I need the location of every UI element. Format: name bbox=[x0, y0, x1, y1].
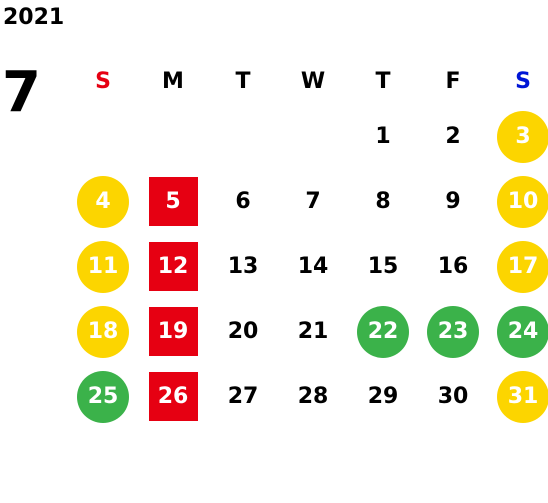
calendar-cell: 17 bbox=[488, 234, 548, 299]
calendar-cell bbox=[278, 104, 348, 169]
calendar-day[interactable]: 8 bbox=[375, 189, 391, 214]
calendar-cell: 27 bbox=[208, 364, 278, 429]
calendar-day[interactable]: 10 bbox=[497, 175, 548, 228]
calendar-day[interactable]: 1 bbox=[375, 124, 391, 149]
calendar-cell: 5 bbox=[138, 169, 208, 234]
calendar-cell: 8 bbox=[348, 169, 418, 234]
calendar-day[interactable]: 25 bbox=[77, 370, 129, 423]
calendar-day[interactable]: 20 bbox=[227, 319, 259, 344]
calendar-day[interactable]: 29 bbox=[367, 384, 399, 409]
calendar-day[interactable]: 31 bbox=[497, 370, 548, 423]
weekday-label-fri: F bbox=[445, 68, 461, 94]
calendar-cell: 29 bbox=[348, 364, 418, 429]
calendar-cell: 24 bbox=[488, 299, 548, 364]
calendar-cell: 4 bbox=[68, 169, 138, 234]
calendar-cell: 23 bbox=[418, 299, 488, 364]
calendar-day[interactable]: 12 bbox=[148, 242, 198, 291]
calendar-week-row: 25 26 27 28 29 30 31 bbox=[68, 364, 548, 429]
calendar-day[interactable]: 9 bbox=[445, 189, 461, 214]
calendar-day[interactable]: 24 bbox=[497, 305, 548, 358]
calendar-day[interactable]: 27 bbox=[227, 384, 259, 409]
calendar-cell: 9 bbox=[418, 169, 488, 234]
weekday-label-sat: S bbox=[515, 68, 531, 94]
weekday-label-sun: S bbox=[95, 68, 111, 94]
calendar-week-row: 11 12 13 14 15 16 17 bbox=[68, 234, 548, 299]
calendar-day[interactable]: 26 bbox=[148, 372, 198, 421]
calendar-cell: 11 bbox=[68, 234, 138, 299]
calendar-cell: 10 bbox=[488, 169, 548, 234]
calendar-cell: 19 bbox=[138, 299, 208, 364]
calendar-day[interactable]: 11 bbox=[77, 240, 129, 293]
calendar-day[interactable]: 7 bbox=[305, 189, 321, 214]
calendar-cell: 12 bbox=[138, 234, 208, 299]
calendar-cell: 1 bbox=[348, 104, 418, 169]
calendar-day[interactable]: 16 bbox=[437, 254, 469, 279]
calendar-day[interactable]: 30 bbox=[437, 384, 469, 409]
calendar-cell bbox=[138, 104, 208, 169]
calendar-year: 2021 bbox=[3, 5, 65, 30]
calendar-cell: 13 bbox=[208, 234, 278, 299]
calendar-day[interactable]: 21 bbox=[297, 319, 329, 344]
weekday-label-tue: T bbox=[235, 68, 251, 94]
weekday-label-wed: W bbox=[300, 68, 326, 94]
calendar-cell: 6 bbox=[208, 169, 278, 234]
weekday-label-thu: T bbox=[375, 68, 391, 94]
calendar-cell: 20 bbox=[208, 299, 278, 364]
calendar-day[interactable]: 13 bbox=[227, 254, 259, 279]
calendar-day[interactable]: 22 bbox=[357, 305, 409, 358]
calendar-cell: 25 bbox=[68, 364, 138, 429]
calendar-cell: 15 bbox=[348, 234, 418, 299]
calendar-cell: 16 bbox=[418, 234, 488, 299]
calendar-day[interactable]: 4 bbox=[77, 175, 129, 228]
calendar-day[interactable]: 28 bbox=[297, 384, 329, 409]
calendar-cell: 22 bbox=[348, 299, 418, 364]
calendar-cell: 30 bbox=[418, 364, 488, 429]
calendar-day[interactable]: 23 bbox=[427, 305, 479, 358]
calendar-cell bbox=[68, 104, 138, 169]
calendar-cell: 2 bbox=[418, 104, 488, 169]
calendar-day[interactable]: 18 bbox=[77, 305, 129, 358]
calendar-day[interactable]: 15 bbox=[367, 254, 399, 279]
calendar-cell: 3 bbox=[488, 104, 548, 169]
calendar-day[interactable]: 14 bbox=[297, 254, 329, 279]
calendar-day[interactable]: 2 bbox=[445, 124, 461, 149]
calendar-day[interactable]: 6 bbox=[235, 189, 251, 214]
calendar-cell: 18 bbox=[68, 299, 138, 364]
calendar-month: 7 bbox=[2, 60, 41, 125]
calendar-day[interactable]: 5 bbox=[148, 177, 198, 226]
calendar-day[interactable]: 19 bbox=[148, 307, 198, 356]
calendar-cell: 28 bbox=[278, 364, 348, 429]
weekday-header-row: S M T W T F S bbox=[68, 58, 548, 104]
calendar-cell: 7 bbox=[278, 169, 348, 234]
calendar-week-row: 18 19 20 21 22 23 24 bbox=[68, 299, 548, 364]
calendar-cell: 14 bbox=[278, 234, 348, 299]
calendar-cell bbox=[208, 104, 278, 169]
calendar-week-row: 1 2 3 bbox=[68, 104, 548, 169]
calendar-cell: 26 bbox=[138, 364, 208, 429]
calendar-cell: 21 bbox=[278, 299, 348, 364]
calendar-day[interactable]: 17 bbox=[497, 240, 548, 293]
weekday-label-mon: M bbox=[162, 68, 184, 94]
calendar-day[interactable]: 3 bbox=[497, 110, 548, 163]
calendar-cell: 31 bbox=[488, 364, 548, 429]
